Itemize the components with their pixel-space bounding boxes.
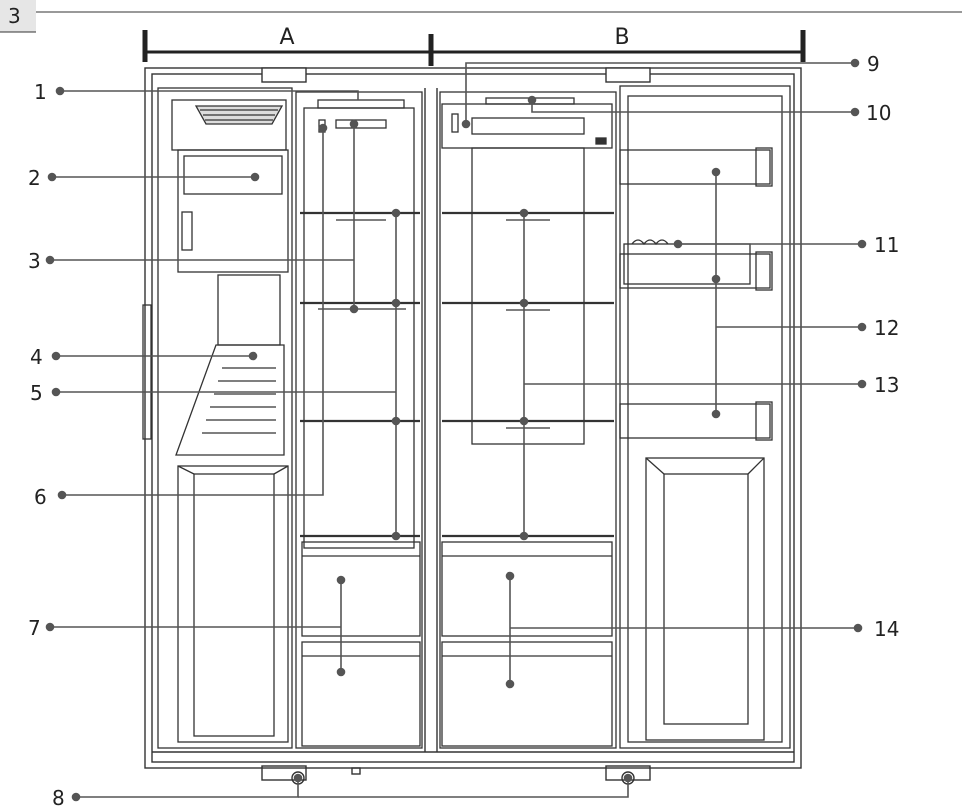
callout-7: 7 [28, 616, 41, 640]
callout-11: 11 [874, 233, 899, 257]
callout-labels: 1 2 3 4 5 6 7 8 9 10 11 12 13 14 [28, 52, 899, 809]
right-door [619, 85, 791, 749]
section-b-label: B [614, 25, 629, 50]
callout-8: 8 [52, 786, 65, 809]
callout-5: 5 [30, 381, 43, 405]
section-a-label: A [279, 25, 294, 50]
callout-9: 9 [867, 52, 880, 76]
callout-6: 6 [34, 485, 47, 509]
callout-4: 4 [30, 345, 43, 369]
fridge-outline [144, 67, 802, 785]
callout-12: 12 [874, 316, 899, 340]
section-brackets [142, 30, 806, 66]
freezer-compartment [295, 91, 423, 749]
callout-14: 14 [874, 617, 899, 641]
callout-10: 10 [866, 101, 891, 125]
left-door [142, 87, 293, 749]
callout-1: 1 [34, 80, 47, 104]
callout-leaders [45, 58, 867, 802]
callout-2: 2 [28, 166, 41, 190]
figure-number-tab: 3 [0, 0, 36, 32]
callout-13: 13 [874, 373, 899, 397]
callout-3: 3 [28, 249, 41, 273]
figure-frame [0, 11, 962, 33]
